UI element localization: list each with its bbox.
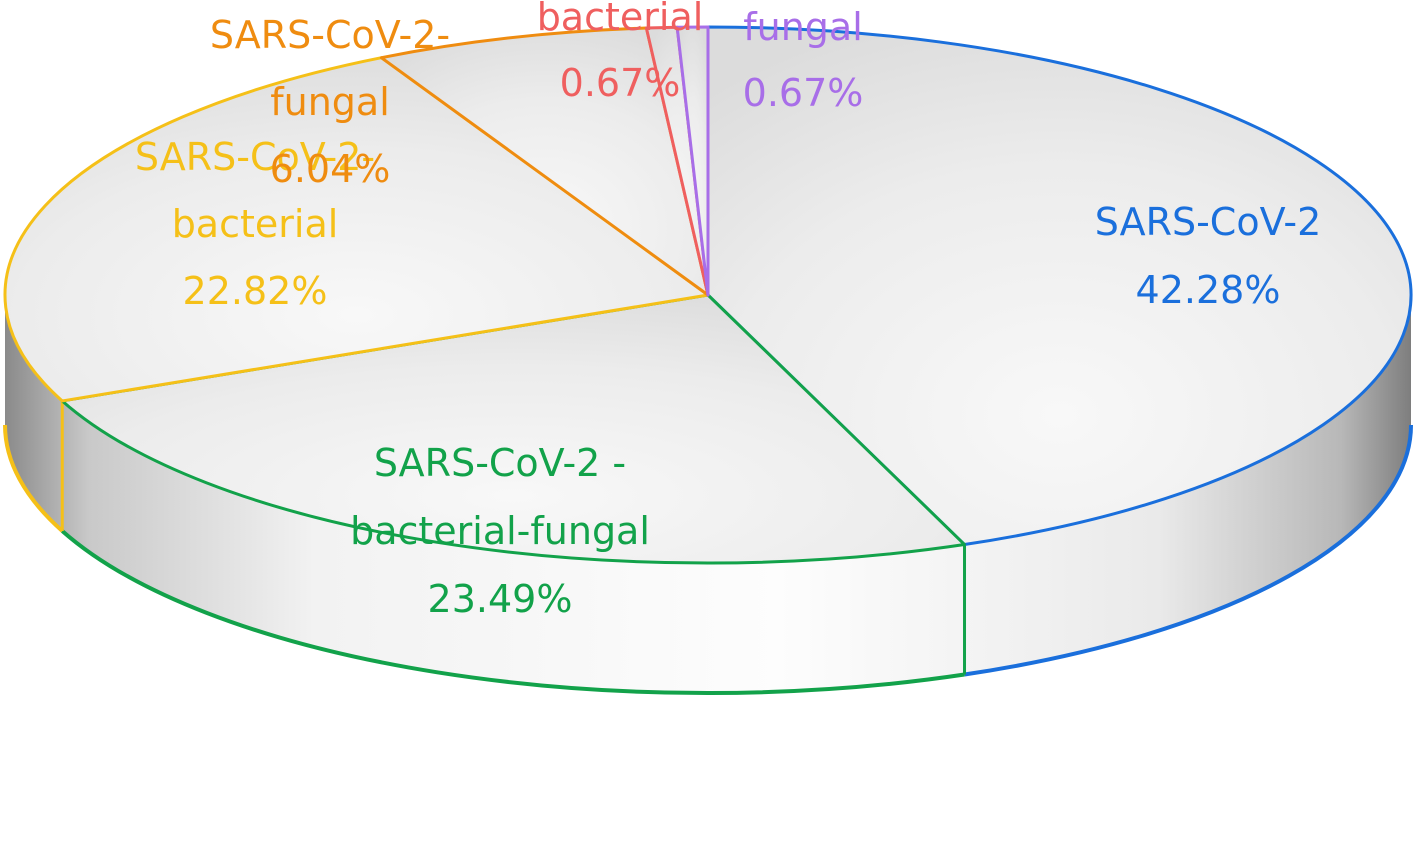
pie-slice-sars-cov-2-bacterial — [3, 56, 710, 403]
slice-label-sars-cov-2-bacterial-fungal: SARS-CoV-2 - bacterial-fungal 23.49% — [350, 441, 650, 621]
pie-slice-sars-cov-2-fungal — [379, 26, 710, 297]
slice-name-label: bacterial — [172, 202, 339, 246]
slice-label-sars-cov-2-bacterial: SARS-CoV-2- bacterial 22.82% — [135, 135, 375, 313]
pie-slice-sars-cov-2-bacterial-fungal — [60, 293, 967, 565]
pie-side-edge-sars-cov-2 — [964, 424, 1413, 677]
slice-percent-label: 22.82% — [183, 269, 328, 313]
pie-slice-sars-cov-2 — [706, 25, 1413, 547]
slice-name-label: SARS-CoV-2 - — [374, 441, 626, 485]
slice-name-label: bacterial-fungal — [350, 509, 650, 553]
pie-label-layer: SARS-CoV-2 42.28% SARS-CoV-2 - bacterial-fu… — [135, 0, 1321, 621]
slice-label-bacterial: bacterial 0.67% — [537, 0, 704, 105]
pie-top-layer — [3, 25, 1413, 565]
slice-name-label: SARS-CoV-2 — [1095, 200, 1322, 244]
slice-percent-label: 23.49% — [428, 577, 573, 621]
slice-name-label: fungal — [270, 80, 390, 124]
pie-side-layer — [3, 295, 1413, 695]
slice-percent-label: 6.04% — [270, 147, 391, 191]
slice-name-label: SARS-CoV-2- — [135, 135, 375, 179]
slice-label-sars-cov-2-fungal: SARS-CoV-2- fungal 6.04% — [210, 13, 450, 191]
pie-side-edge-sars-cov-2-bacterial-fungal — [60, 529, 965, 695]
slice-name-label: fungal — [743, 5, 863, 49]
slice-label-sars-cov-2: SARS-CoV-2 42.28% — [1095, 200, 1322, 312]
slice-percent-label: 42.28% — [1136, 268, 1281, 312]
pie-side-edge-sars-cov-2-bacterial — [3, 424, 64, 533]
slice-percent-label: 0.67% — [560, 61, 681, 105]
slice-label-fungal: fungal 0.67% — [743, 5, 864, 115]
slice-percent-label: 0.67% — [743, 71, 864, 115]
pie-side-wall — [5, 295, 1411, 693]
pie-slice-fungal — [675, 25, 710, 297]
slice-name-label: bacterial — [537, 0, 704, 39]
slice-name-label: SARS-CoV-2- — [210, 13, 450, 57]
